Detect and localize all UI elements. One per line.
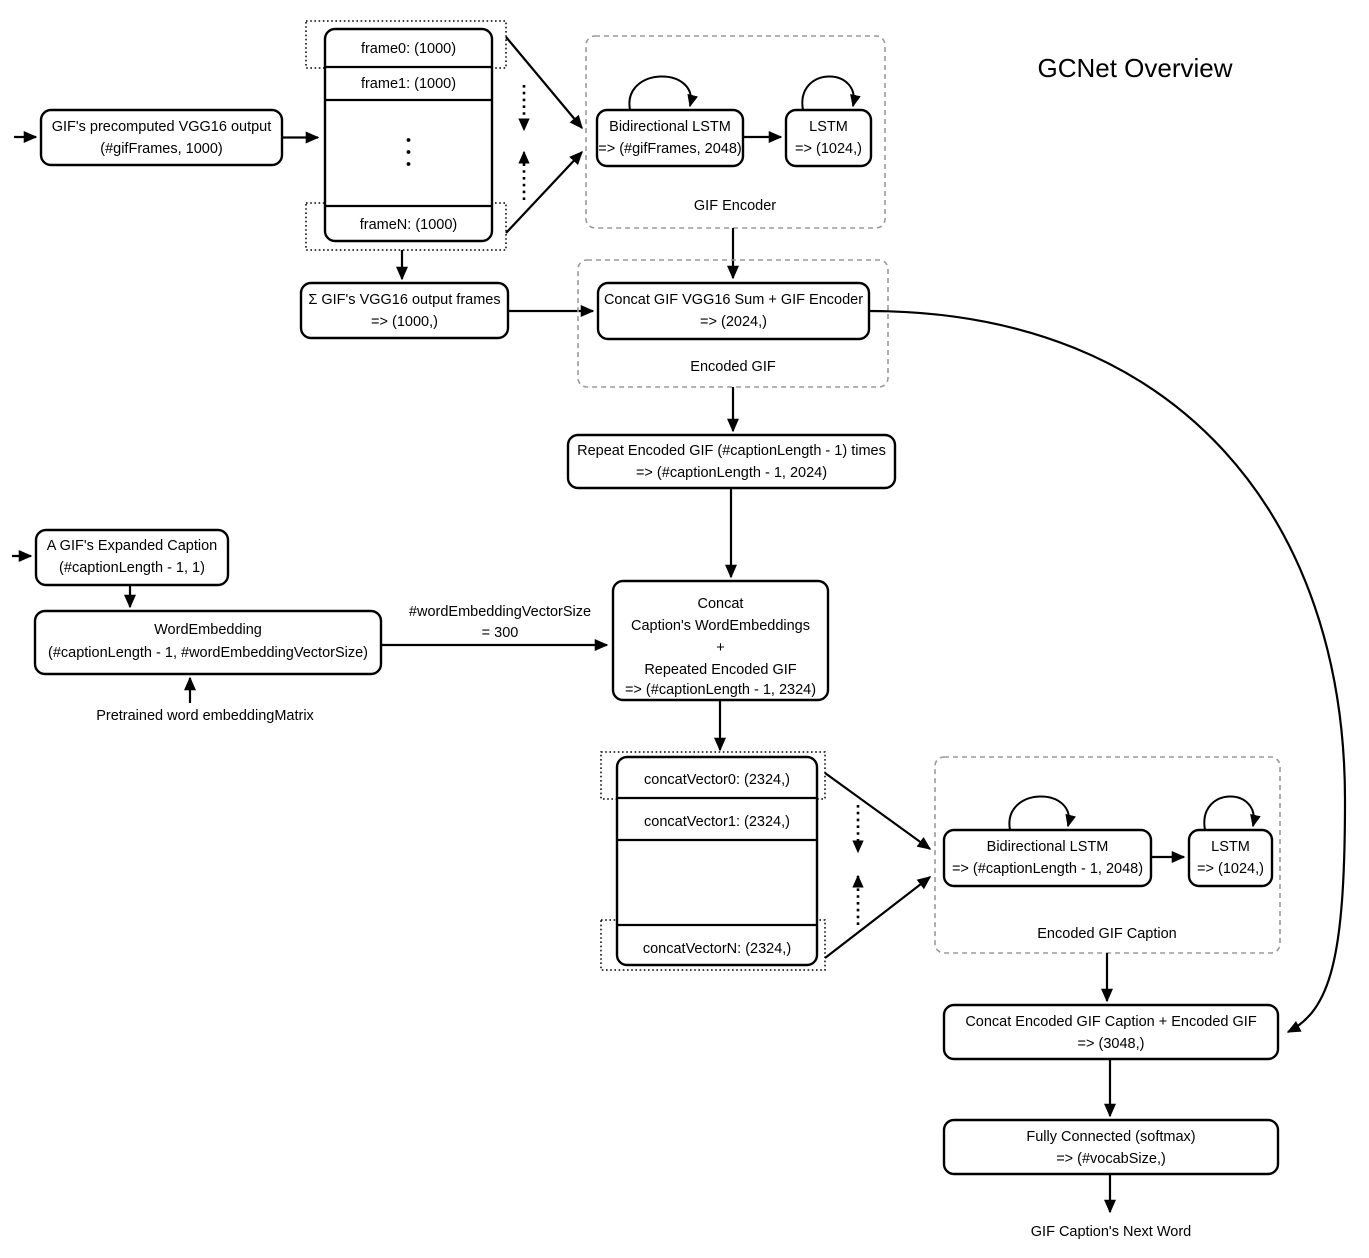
- node-word-embedding-line1: WordEmbedding: [154, 622, 262, 638]
- edge-self-loop-caption-bilstm: [1008, 795, 1076, 831]
- node-encoded-gif-concat-line2: => (2024,): [700, 314, 767, 330]
- frame0-label: frame0: (1000): [361, 41, 456, 57]
- node-frame-stack: [323, 27, 494, 243]
- page-title: GCNet Overview: [1037, 53, 1232, 83]
- node-expanded-caption-line2: (#captionLength - 1, 1): [59, 560, 205, 576]
- edge-self-loop-caption-lstm: [1203, 795, 1261, 831]
- group-encoded-gif-label: Encoded GIF: [690, 359, 776, 375]
- node-fully-connected-line1: Fully Connected (softmax): [1026, 1129, 1195, 1145]
- group-gif-encoder-label: GIF Encoder: [694, 198, 776, 214]
- node-word-embedding-line2: (#captionLength - 1, #wordEmbeddingVecto…: [48, 645, 368, 661]
- node-gif-encoder-lstm-line2: => (1024,): [795, 141, 862, 157]
- node-repeat-encoded-gif-line2: => (#captionLength - 1, 2024): [636, 465, 827, 481]
- label-output-next-word: GIF Caption's Next Word: [1031, 1224, 1191, 1240]
- node-gif-encoder-lstm: [784, 108, 873, 168]
- edge-label-embedding-size-line1: #wordEmbeddingVectorSize: [409, 604, 591, 620]
- frame1-label: frame1: (1000): [361, 76, 456, 92]
- label-pretrained-embedding-matrix: Pretrained word embeddingMatrix: [96, 708, 314, 724]
- node-vgg-input-line1: GIF's precomputed VGG16 output: [52, 119, 272, 135]
- node-caption-encoder-bilstm-line1: Bidirectional LSTM: [987, 839, 1109, 855]
- node-gif-encoder-bilstm-line2: => (#gifFrames, 2048): [598, 141, 741, 157]
- node-expanded-caption-line1: A GIF's Expanded Caption: [47, 538, 217, 554]
- group-encoded-gif-caption-label: Encoded GIF Caption: [1037, 926, 1176, 942]
- dotbox-concat-vectorN: [600, 919, 826, 971]
- node-vgg-input-line2: (#gifFrames, 1000): [100, 141, 223, 157]
- node-concat-caption-line4: Repeated Encoded GIF: [644, 662, 796, 678]
- node-fully-connected-line2: => (#vocabSize,): [1056, 1151, 1166, 1167]
- node-repeat-encoded-gif-line1: Repeat Encoded GIF (#captionLength - 1) …: [577, 443, 886, 459]
- concat-vector1-label: concatVector1: (2324,): [644, 814, 790, 830]
- edge-frame0-to-gif-encoder: [505, 36, 583, 130]
- edge-self-loop-gif-bilstm: [628, 75, 698, 111]
- node-vgg-sum-line1: Σ GIF's VGG16 output frames: [308, 292, 500, 308]
- node-gif-encoder-lstm-line1: LSTM: [809, 119, 848, 135]
- node-final-concat-line2: => (3048,): [1078, 1036, 1145, 1052]
- edge-self-loop-gif-lstm: [801, 75, 861, 111]
- edge-label-embedding-size-line2: = 300: [482, 625, 519, 641]
- concat-vector0-label: concatVector0: (2324,): [644, 772, 790, 788]
- node-expanded-caption: [34, 528, 230, 587]
- frameN-label: frameN: (1000): [360, 217, 458, 233]
- node-final-concat-line1: Concat Encoded GIF Caption + Encoded GIF: [965, 1014, 1257, 1030]
- node-gif-encoder-bilstm-line1: Bidirectional LSTM: [609, 119, 731, 135]
- node-vgg-sum-line2: => (1000,): [371, 314, 438, 330]
- group-encoded-gif: [577, 259, 889, 388]
- node-encoded-gif-concat-line1: Concat GIF VGG16 Sum + GIF Encoder: [604, 292, 863, 308]
- concat-vectorN-label: concatVectorN: (2324,): [643, 941, 791, 957]
- node-concat-caption-line1: Concat: [698, 596, 744, 612]
- group-gif-encoder: [585, 35, 886, 229]
- node-word-embedding: [33, 609, 383, 676]
- frame-stack-ellipsis-icon: [406, 138, 411, 166]
- edge-frameN-to-gif-encoder: [505, 151, 583, 234]
- node-caption-encoder-bilstm-line2: => (#captionLength - 1, 2048): [952, 861, 1143, 877]
- edge-concat-vectorN-to-caption-encoder: [824, 876, 932, 959]
- node-concat-caption-line3: +: [716, 640, 724, 656]
- dotbox-frameN: [305, 202, 507, 251]
- node-concat-caption-line5: => (#captionLength - 1, 2324): [625, 682, 816, 698]
- node-concat-caption-line2: Caption's WordEmbeddings: [631, 618, 810, 634]
- node-caption-encoder-lstm: [1187, 828, 1274, 888]
- node-caption-encoder-lstm-line1: LSTM: [1211, 839, 1250, 855]
- edge-encoded-gif-to-final-concat: [868, 309, 1347, 1033]
- dotbox-frame0: [305, 20, 507, 69]
- edge-concat-vector0-to-caption-encoder: [824, 772, 932, 850]
- node-concat-vector-stack: [615, 755, 819, 967]
- node-caption-encoder-lstm-line2: => (1024,): [1197, 861, 1264, 877]
